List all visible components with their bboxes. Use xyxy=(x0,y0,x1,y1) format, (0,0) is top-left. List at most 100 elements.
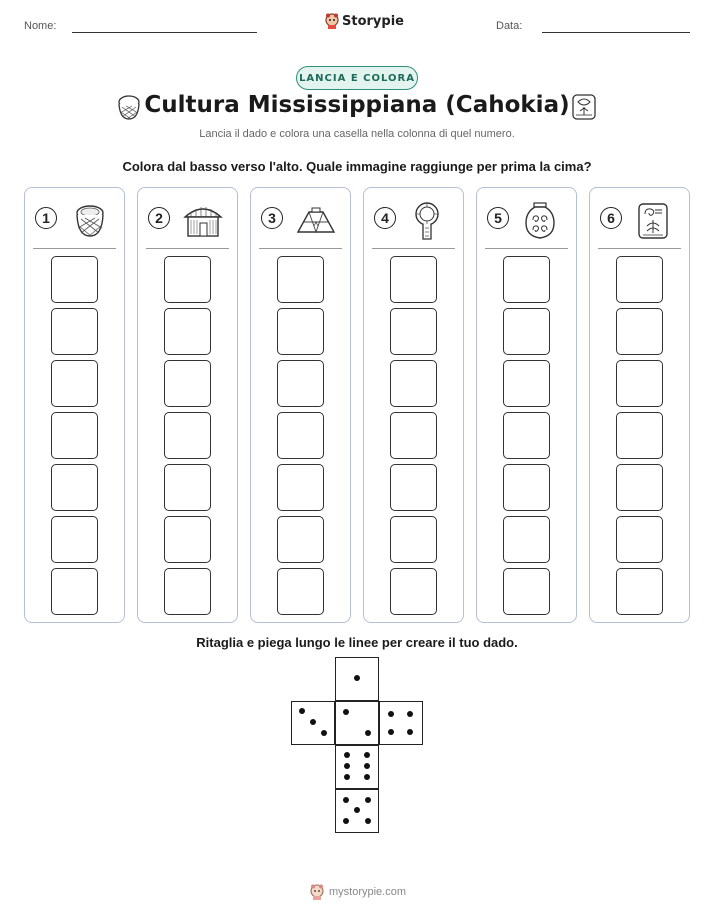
page-subtitle: Lancia il dado e colora una casella nell… xyxy=(199,128,515,140)
footer: mystorypie.com xyxy=(310,884,406,900)
column-divider xyxy=(485,248,568,249)
color-cell[interactable] xyxy=(51,256,98,303)
storypie-mascot-icon xyxy=(325,13,339,29)
color-cell[interactable] xyxy=(503,464,550,511)
color-cell[interactable] xyxy=(277,360,324,407)
color-cell[interactable] xyxy=(164,516,211,563)
basket-icon xyxy=(118,95,140,120)
dice-pip xyxy=(354,675,360,681)
color-cell[interactable] xyxy=(277,412,324,459)
footer-url[interactable]: mystorypie.com xyxy=(329,886,407,898)
column-4: 4 xyxy=(363,187,464,623)
dice-face-4 xyxy=(379,701,423,745)
color-cell[interactable] xyxy=(164,464,211,511)
color-cell[interactable] xyxy=(164,412,211,459)
dice-pip xyxy=(407,729,413,735)
color-cell[interactable] xyxy=(616,412,663,459)
color-cell[interactable] xyxy=(51,464,98,511)
column-divider xyxy=(146,248,229,249)
column-2: 2 xyxy=(137,187,238,623)
column-number: 6 xyxy=(600,207,622,229)
color-cell[interactable] xyxy=(616,256,663,303)
column-divider xyxy=(372,248,455,249)
color-cell[interactable] xyxy=(51,308,98,355)
name-label: Nome: xyxy=(24,20,57,32)
dice-pip xyxy=(343,818,349,824)
dice-face-5 xyxy=(335,789,379,833)
color-cell[interactable] xyxy=(503,308,550,355)
engraved-tablet-icon xyxy=(638,203,668,239)
color-cell[interactable] xyxy=(616,516,663,563)
color-cell[interactable] xyxy=(51,516,98,563)
color-cell[interactable] xyxy=(503,360,550,407)
column-number: 1 xyxy=(35,207,57,229)
dice-pip xyxy=(354,807,360,813)
column-divider xyxy=(259,248,342,249)
pottery-jar-icon xyxy=(525,202,555,239)
dice-pip xyxy=(365,797,371,803)
color-cell[interactable] xyxy=(390,464,437,511)
dice-pip xyxy=(365,818,371,824)
thatched-house-icon xyxy=(183,207,223,237)
dice-pip xyxy=(310,719,316,725)
color-cell[interactable] xyxy=(616,308,663,355)
dice-face-1 xyxy=(335,657,379,701)
mound-pyramid-icon xyxy=(296,207,336,234)
color-cell[interactable] xyxy=(51,360,98,407)
color-cell[interactable] xyxy=(277,568,324,615)
basket-icon xyxy=(76,205,104,237)
color-cell[interactable] xyxy=(503,412,550,459)
column-divider xyxy=(33,248,116,249)
color-cell[interactable] xyxy=(51,568,98,615)
storypie-logo: Storypie xyxy=(325,13,404,29)
color-cell[interactable] xyxy=(390,516,437,563)
dice-pip xyxy=(344,774,350,780)
dice-pip xyxy=(321,730,327,736)
color-cell[interactable] xyxy=(164,568,211,615)
dice-face-6 xyxy=(335,745,379,789)
activity-badge: LANCIA E COLORA xyxy=(296,66,418,90)
color-cell[interactable] xyxy=(503,256,550,303)
color-cell[interactable] xyxy=(164,360,211,407)
dice-pip xyxy=(344,752,350,758)
cut-instruction: Ritaglia e piega lungo le linee per crea… xyxy=(196,635,518,650)
dice-pip xyxy=(344,763,350,769)
color-cell[interactable] xyxy=(277,464,324,511)
dice-pip xyxy=(407,711,413,717)
date-field-line[interactable] xyxy=(542,32,690,33)
dice-pip xyxy=(343,797,349,803)
color-cell[interactable] xyxy=(390,308,437,355)
color-cell[interactable] xyxy=(164,308,211,355)
color-cell[interactable] xyxy=(390,568,437,615)
dice-pip xyxy=(365,730,371,736)
column-1: 1 xyxy=(24,187,125,623)
color-cell[interactable] xyxy=(503,568,550,615)
column-3: 3 xyxy=(250,187,351,623)
dice-face-3 xyxy=(291,701,335,745)
color-cell[interactable] xyxy=(277,308,324,355)
color-cell[interactable] xyxy=(277,516,324,563)
color-cell[interactable] xyxy=(277,256,324,303)
color-cell[interactable] xyxy=(390,360,437,407)
color-cell[interactable] xyxy=(390,412,437,459)
name-field-line[interactable] xyxy=(72,32,257,33)
color-cell[interactable] xyxy=(616,568,663,615)
color-cell[interactable] xyxy=(164,256,211,303)
column-number: 3 xyxy=(261,207,283,229)
column-divider xyxy=(598,248,681,249)
engraved-tablet-icon xyxy=(572,94,596,120)
color-cell[interactable] xyxy=(503,516,550,563)
storypie-mascot-icon xyxy=(310,884,324,900)
color-cell[interactable] xyxy=(51,412,98,459)
column-5: 5 xyxy=(476,187,577,623)
dice-pip xyxy=(364,752,370,758)
coloring-instruction: Colora dal basso verso l'alto. Quale imm… xyxy=(122,159,592,174)
dice-pip xyxy=(388,729,394,735)
dice-face-center xyxy=(335,701,379,745)
dice-pip xyxy=(343,709,349,715)
logo-text: Storypie xyxy=(342,13,404,29)
color-cell[interactable] xyxy=(616,360,663,407)
color-cell[interactable] xyxy=(616,464,663,511)
color-cell[interactable] xyxy=(390,256,437,303)
dice-pip xyxy=(299,708,305,714)
